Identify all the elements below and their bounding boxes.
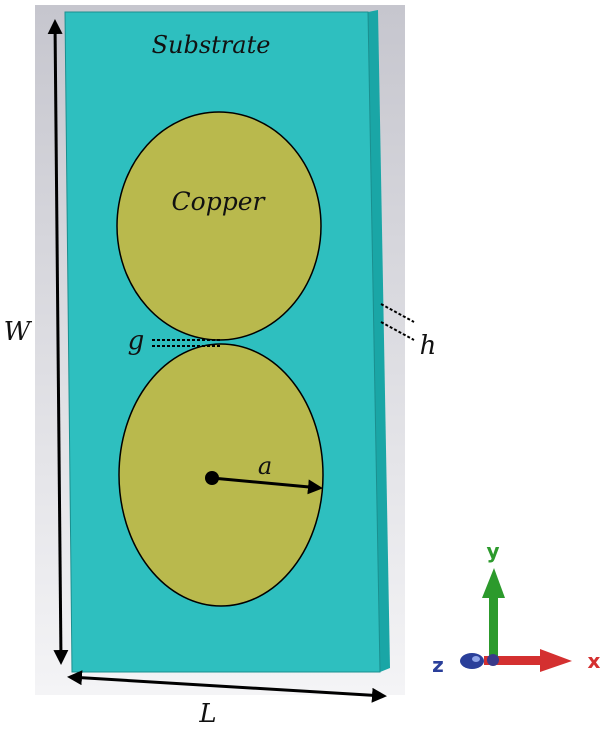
axes-origin [487,654,499,666]
thickness-dotted-line-upper [380,303,415,323]
radius-label: a [258,452,272,480]
thickness-label: h [420,331,437,361]
copper-label: Copper [172,187,267,216]
z-axis-cone [460,653,484,669]
copper-patch-lower [118,343,324,607]
substrate-label: Substrate [152,31,271,59]
length-dimension-arrow [67,670,387,703]
y-axis-arrowhead [482,568,505,598]
radius-arrow [211,476,323,495]
z-axis-highlight [472,656,480,662]
width-dimension-arrow [47,19,69,665]
substrate-side-edge [368,10,390,672]
coordinate-axes-triad: y x z [432,539,600,677]
length-label: L [198,699,216,726]
z-axis-label: z [432,653,444,677]
copper-patch-upper [116,111,322,341]
width-label: W [4,317,33,347]
thickness-dotted-line-lower [380,321,415,341]
x-axis-shaft [484,656,542,665]
gap-label: g [128,326,145,356]
y-axis-label: y [486,539,499,563]
x-axis-label: x [588,649,601,673]
y-axis-shaft [489,596,498,658]
x-axis-arrowhead [540,649,572,672]
